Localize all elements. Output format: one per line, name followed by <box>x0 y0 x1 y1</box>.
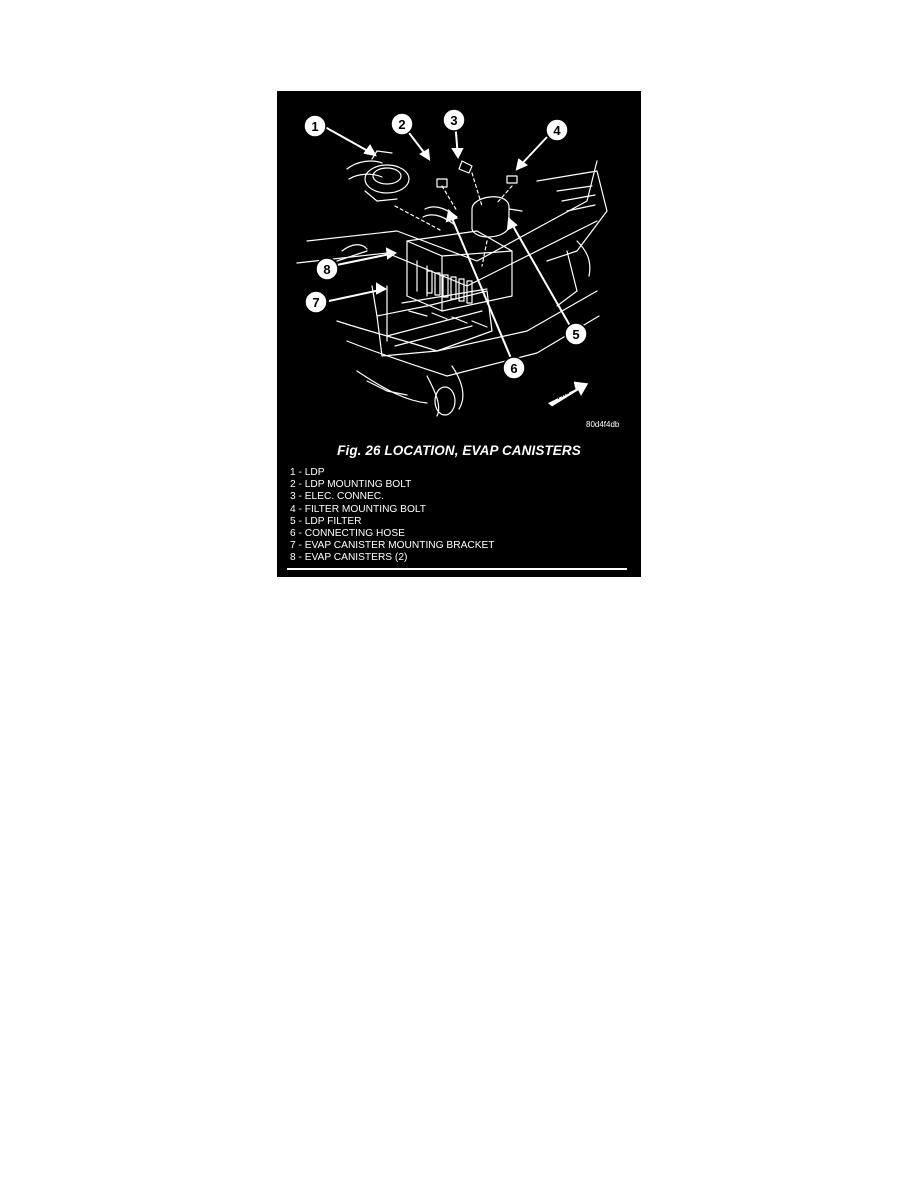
svg-text:4: 4 <box>553 123 561 138</box>
legend-item: 7 - EVAP CANISTER MOUNTING BRACKET <box>290 540 495 552</box>
figure-legend: 1 - LDP 2 - LDP MOUNTING BOLT 3 - ELEC. … <box>290 467 495 565</box>
svg-text:7: 7 <box>312 295 319 310</box>
legend-divider <box>287 568 627 570</box>
legend-item: 3 - ELEC. CONNEC. <box>290 491 384 503</box>
svg-text:8: 8 <box>323 262 330 277</box>
legend-item: 1 - LDP <box>290 467 325 478</box>
svg-text:6: 6 <box>510 361 517 376</box>
callout-7: 7 <box>304 290 328 314</box>
callout-3: 3 <box>442 108 466 132</box>
callout-4: 4 <box>545 118 569 142</box>
evap-canister-figure: FWD 1 2 3 4 5 6 7 <box>277 91 641 577</box>
callout-2: 2 <box>390 112 414 136</box>
callout-1: 1 <box>303 114 327 138</box>
svg-text:3: 3 <box>450 113 457 128</box>
callout-6: 6 <box>502 356 526 380</box>
legend-item: 6 - CONNECTING HOSE <box>290 528 405 540</box>
callout-8: 8 <box>315 257 339 281</box>
callout-5: 5 <box>564 322 588 346</box>
svg-text:2: 2 <box>398 117 405 132</box>
svg-text:1: 1 <box>311 119 318 134</box>
legend-item: 8 - EVAP CANISTERS (2) <box>290 552 408 564</box>
legend-item: 5 - LDP FILTER <box>290 515 362 527</box>
legend-item: 2 - LDP MOUNTING BOLT <box>290 479 412 491</box>
evap-canister-illustration: FWD 1 2 3 4 5 6 7 <box>296 108 608 417</box>
svg-text:5: 5 <box>572 327 579 342</box>
forward-arrow-icon: FWD <box>546 380 590 408</box>
figure-title: Fig. 26 LOCATION, EVAP CANISTERS <box>337 443 581 458</box>
figure-code: 80d4f4db <box>586 420 620 429</box>
legend-item: 4 - FILTER MOUNTING BOLT <box>290 503 427 515</box>
